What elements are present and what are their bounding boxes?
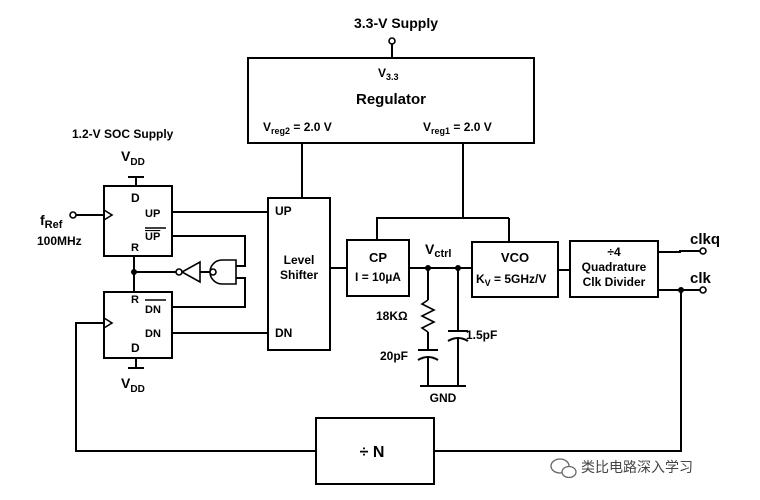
flipflop-up <box>103 185 173 257</box>
vco-gain: KV = 5GHz/V <box>476 272 546 288</box>
inverter-bubble <box>175 268 183 276</box>
charge-pump-block <box>346 239 410 297</box>
fref-label: fRef <box>40 212 63 231</box>
vreg2-label: Vreg2 = 2.0 V <box>263 120 332 136</box>
vctrl-label: Vctrl <box>425 241 451 260</box>
cp-current: I = 10µA <box>355 270 401 284</box>
clkq-wire <box>658 250 700 253</box>
filter-r-value: 18KΩ <box>376 309 408 323</box>
divide-n-block <box>315 417 435 485</box>
regulator-vin-label: V3.3 <box>378 66 399 82</box>
gnd-label: GND <box>430 391 457 405</box>
watermark-text: 类比电路深入学习 <box>581 460 693 476</box>
nand-bubble <box>209 268 217 276</box>
soc-supply-label: 1.2-V SOC Supply <box>72 127 174 141</box>
div4-line2: Quadrature <box>582 260 647 274</box>
feedback-to-divn-wire <box>434 290 682 452</box>
ff-dn-d: D <box>131 341 140 355</box>
vdd-top-label: VDD <box>121 148 145 168</box>
ff-up-r: R <box>131 242 139 254</box>
fref-terminal <box>69 211 77 219</box>
filter-resistor <box>420 299 436 333</box>
vco-title: VCO <box>501 250 529 265</box>
level-shifter-title-2: Shifter <box>280 268 318 282</box>
divn-to-ff-wire <box>75 322 316 452</box>
level-shifter-block <box>267 197 331 351</box>
ff-up-d: D <box>131 191 140 205</box>
filter-c1-value: 20pF <box>380 349 408 363</box>
supply-33-label: 3.3-V Supply <box>354 15 438 31</box>
upbar-to-nand-wire <box>172 235 246 267</box>
ff-dn-q: DN <box>145 328 161 340</box>
level-shifter-dn: DN <box>275 326 292 340</box>
cp-title: CP <box>369 250 387 265</box>
vco-block <box>471 241 559 298</box>
clk-terminal <box>699 286 707 294</box>
wechat-logo <box>550 458 577 479</box>
fref-freq-label: 100MHz <box>37 234 82 248</box>
level-shifter-up: UP <box>275 204 292 218</box>
ff-up-qbar: UP <box>145 231 160 243</box>
flipflop-dn <box>103 291 173 359</box>
ff-dn-r: R <box>131 294 139 306</box>
quadrature-divider-block <box>569 240 659 298</box>
dnbar-to-nand-wire <box>172 277 246 308</box>
inverter-gate <box>180 260 201 284</box>
div4-line1: ÷4 <box>607 245 621 259</box>
div4-line3: Clk Divider <box>583 275 646 289</box>
vreg1-wire <box>376 143 464 240</box>
regulator-title: Regulator <box>356 91 426 108</box>
clk-label: clk <box>690 270 712 287</box>
clkq-terminal <box>699 247 707 255</box>
regulator-block <box>247 57 535 144</box>
ff-up-clock-wedge <box>103 209 114 221</box>
divide-n-label: ÷ N <box>360 444 385 461</box>
vdd-bot-label: VDD <box>121 375 145 395</box>
level-shifter-title-1: Level <box>284 253 315 267</box>
clkq-label: clkq <box>690 231 720 248</box>
filter-c2-value: 1.5pF <box>466 328 497 342</box>
ff-dn-clock-wedge <box>103 317 114 329</box>
supply-33-terminal <box>388 37 396 45</box>
ff-up-q: UP <box>145 208 160 220</box>
vreg1-label: Vreg1 = 2.0 V <box>423 120 492 136</box>
ff-dn-qbar: DN <box>145 304 161 316</box>
